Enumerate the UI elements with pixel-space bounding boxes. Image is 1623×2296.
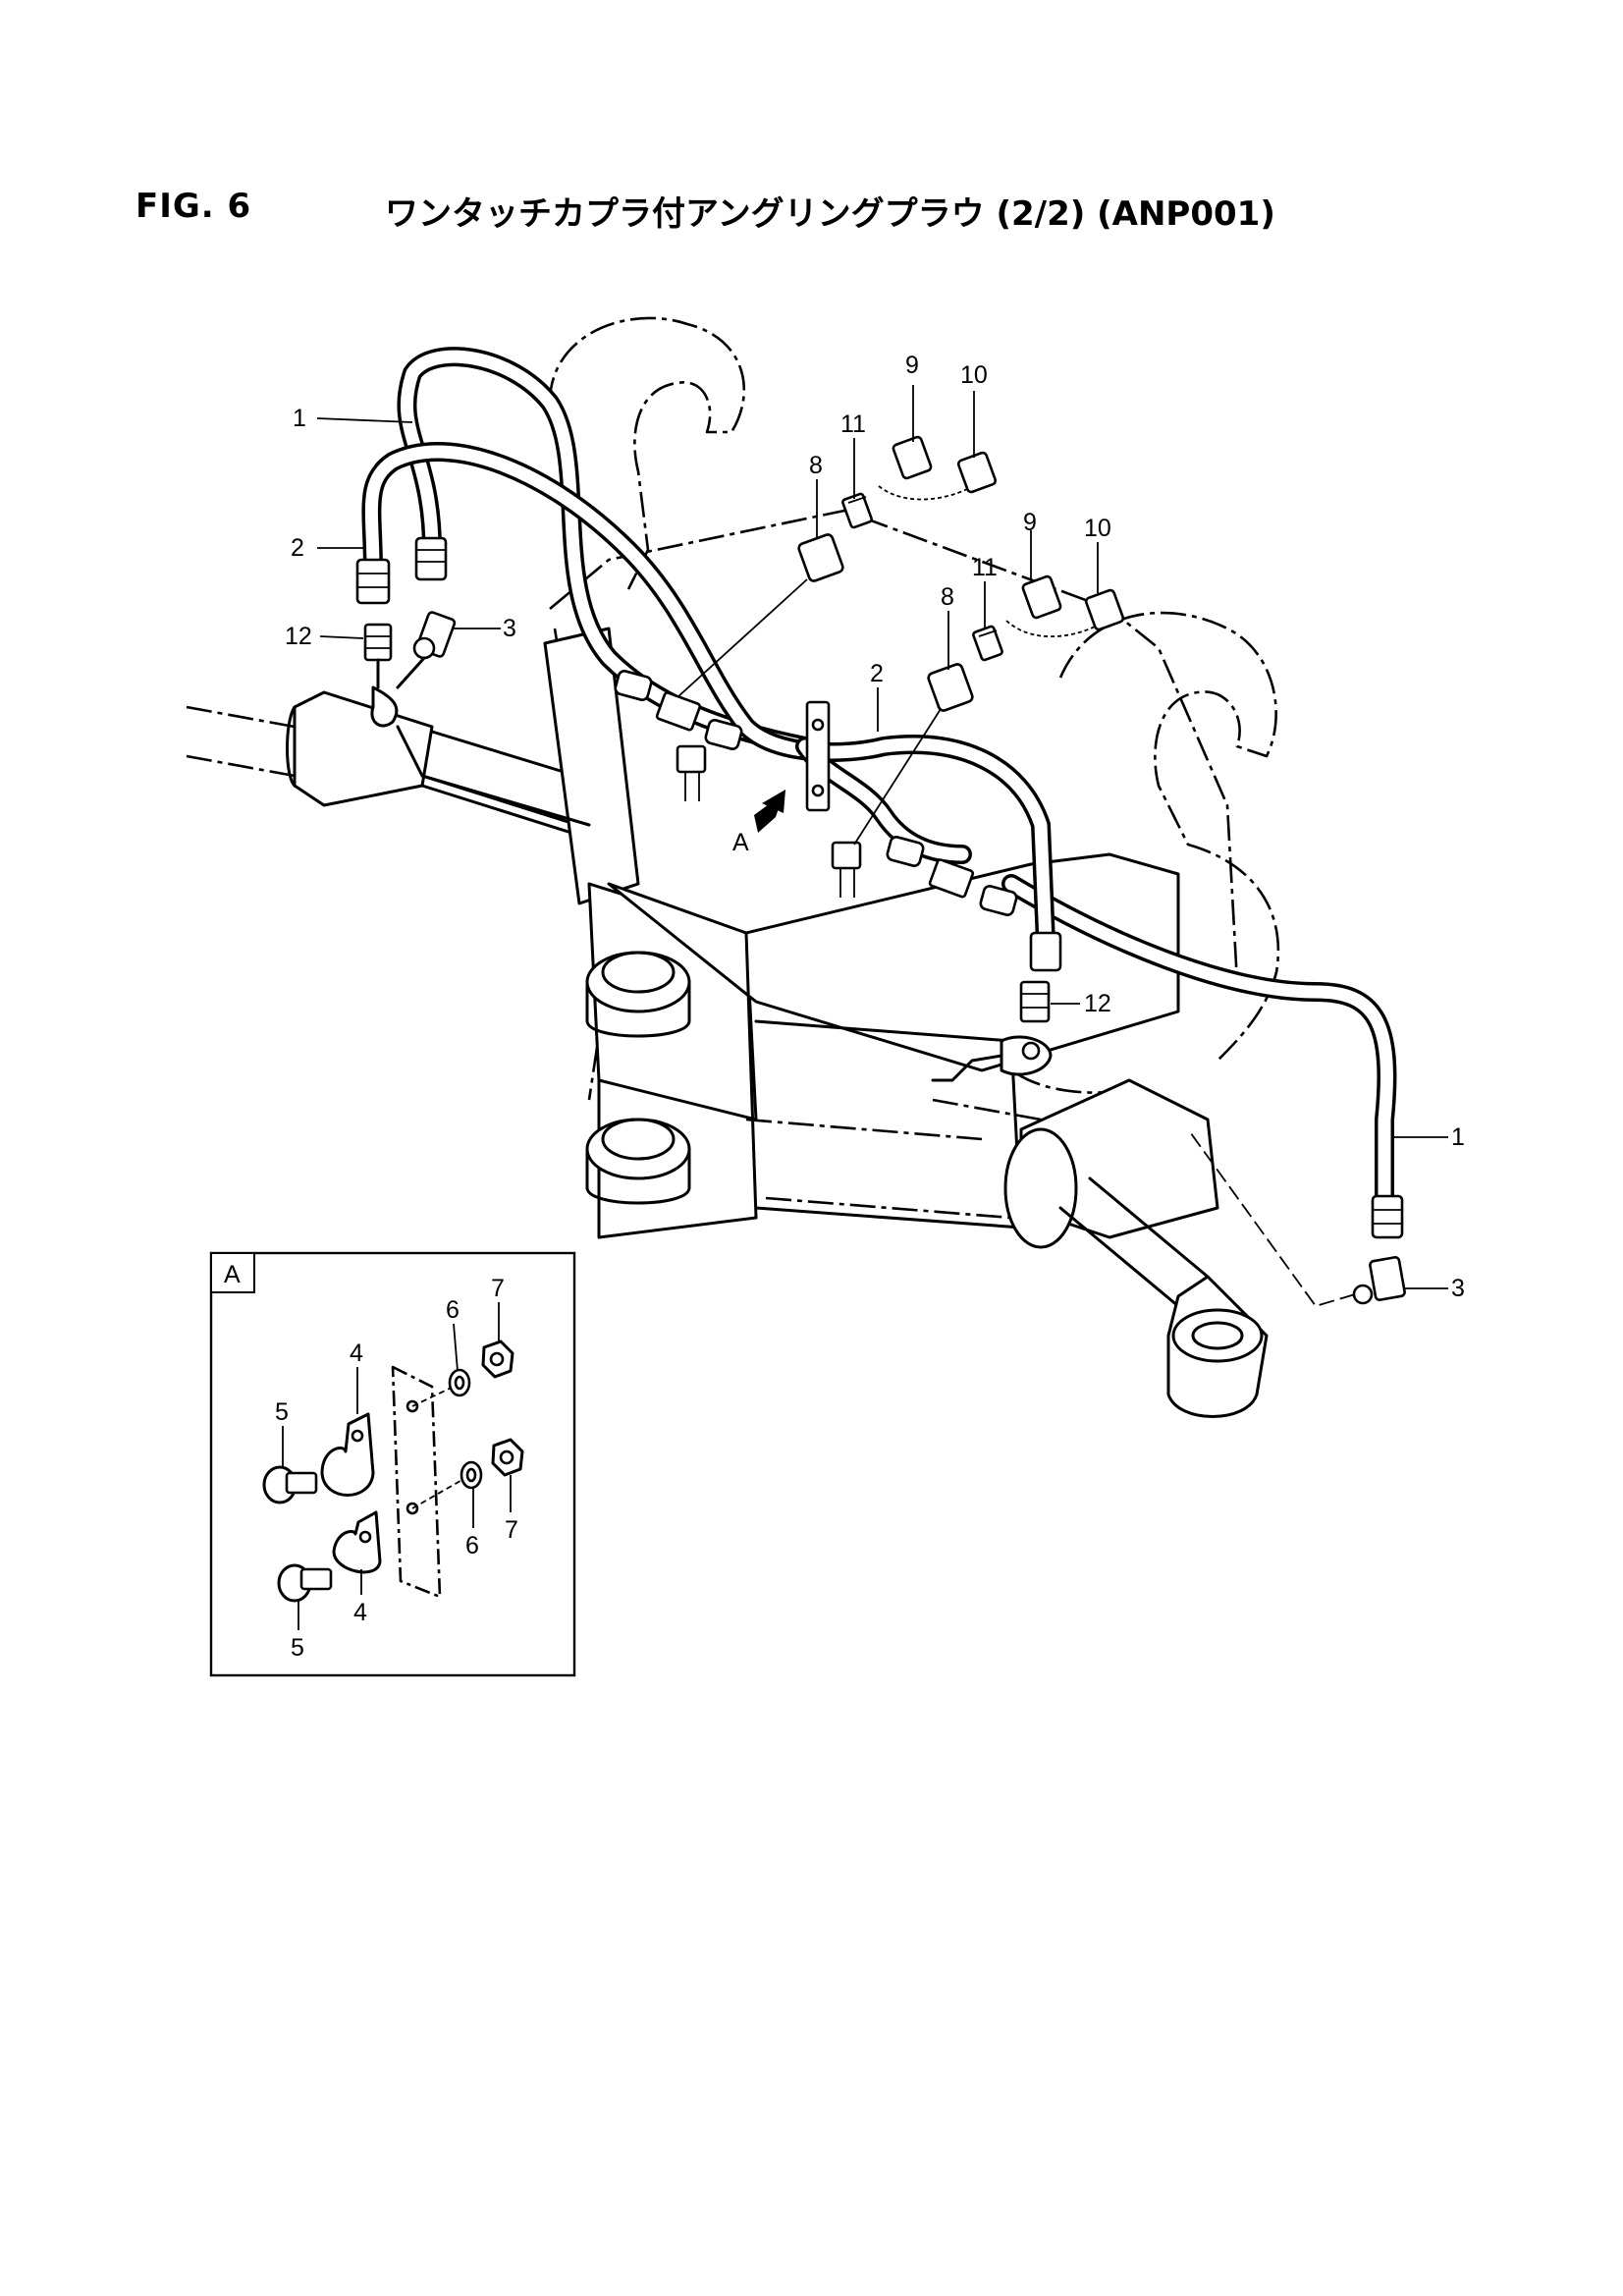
detail-callout-4-bottom: 4 [353, 1599, 367, 1626]
callout-10-upper: 10 [960, 361, 988, 389]
figure-title: ワンタッチカプラ付アングリングプラウ (2/2) (ANP001) [385, 194, 1275, 234]
detail-callout-7-bottom: 7 [505, 1516, 518, 1544]
view-a-label: A [732, 829, 749, 856]
detail-callout-5-top: 5 [275, 1398, 289, 1426]
callout-1-top: 1 [293, 405, 306, 432]
hose-part-1 [397, 347, 1397, 1208]
adapters-and-elbows [363, 611, 1406, 1308]
coupler-set-lower [853, 574, 1125, 846]
detail-callout-4-top: 4 [350, 1339, 363, 1367]
callout-12-left: 12 [285, 623, 312, 650]
callout-numbers: 1 2 12 3 9 10 11 8 9 10 11 8 2 A 12 1 3 [285, 352, 1465, 1302]
callout-2-mid: 2 [870, 660, 884, 687]
callout-12-right: 12 [1084, 990, 1111, 1017]
coupler-bodies [655, 691, 975, 899]
callout-9-upper: 9 [905, 352, 919, 379]
page-header: FIG. 6 ワンタッチカプラ付アングリングプラウ (2/2) (ANP001) [0, 0, 1623, 255]
callout-9-lower: 9 [1023, 509, 1037, 536]
callout-3-right: 3 [1451, 1275, 1465, 1302]
callout-8-upper: 8 [809, 452, 823, 479]
figure-number: FIG. 6 [135, 187, 252, 226]
right-cylinder [1003, 1078, 1269, 1418]
detail-view-a: A 4 4 [209, 1251, 576, 1677]
leader-lines [316, 385, 1448, 1289]
hose-fittings [355, 536, 1404, 1239]
callout-1-right: 1 [1451, 1123, 1465, 1151]
detail-callout-6-bottom: 6 [465, 1532, 479, 1559]
detail-callout-7-top: 7 [491, 1275, 505, 1302]
coupler-set-upper [676, 435, 998, 698]
detail-view-label: A [224, 1261, 241, 1288]
hose-part-2 [361, 442, 1055, 953]
callout-11-upper: 11 [840, 410, 866, 438]
detail-callout-6-top: 6 [446, 1296, 460, 1324]
left-cylinder [186, 690, 611, 847]
callout-11-lower: 11 [972, 554, 998, 581]
callout-2-top: 2 [291, 534, 304, 562]
callout-8-lower: 8 [941, 583, 954, 611]
callout-3-left: 3 [503, 615, 516, 642]
callout-10-lower: 10 [1084, 515, 1111, 542]
detail-callout-5-bottom: 5 [291, 1634, 304, 1662]
view-a-arrow [754, 790, 785, 833]
